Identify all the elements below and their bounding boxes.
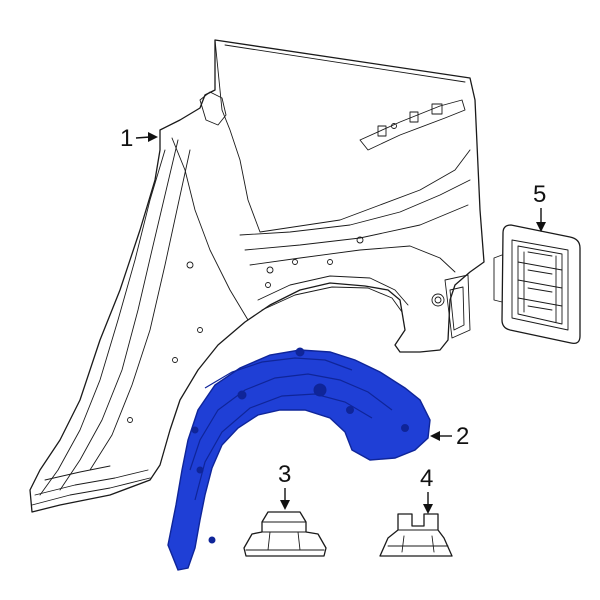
retainer-clip-a (243, 511, 327, 557)
air-vent (493, 224, 581, 344)
callout-4: 4 (420, 465, 433, 514)
quarter-panel (29, 39, 485, 513)
callout-2-label: 2 (456, 423, 469, 450)
callout-5: 5 (533, 181, 546, 232)
callout-1: 1 (120, 125, 158, 152)
callout-5-label: 5 (533, 181, 546, 208)
fender-liner (167, 347, 431, 571)
callout-2: 2 (430, 423, 469, 450)
callout-3: 3 (278, 461, 291, 510)
callout-3-label: 3 (278, 461, 291, 488)
retainer-clip-b (379, 513, 453, 557)
callout-1-label: 1 (120, 125, 133, 152)
callout-4-label: 4 (420, 465, 433, 492)
